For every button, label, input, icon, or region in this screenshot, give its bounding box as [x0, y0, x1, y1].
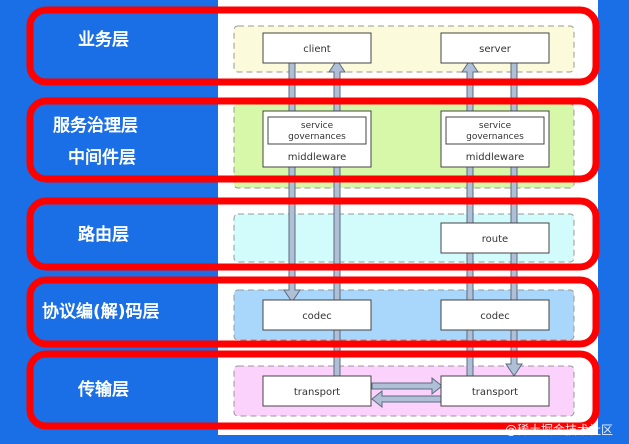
layer-label-governance: 服务治理层	[53, 116, 138, 136]
codec-right-box	[440, 299, 550, 331]
layer-label-transport: 传输层	[78, 380, 129, 400]
service-governances-right-box	[445, 116, 545, 145]
transport-right-label: transport	[472, 387, 518, 398]
codec-right-label: codec	[480, 311, 510, 322]
watermark: @稀土掘金技术社区	[504, 423, 613, 437]
transport-left-box	[262, 375, 372, 407]
layer-label-middleware: 中间件层	[68, 148, 136, 168]
service-governances-right-line1: service	[479, 121, 512, 131]
transport-left-label: transport	[294, 387, 340, 398]
server-box	[440, 32, 550, 64]
service-governances-left-line2: governances	[288, 132, 346, 142]
frame-middleware	[26, 97, 600, 183]
frame-route	[26, 197, 600, 271]
codec-left-label: codec	[302, 311, 332, 322]
transport-right-box	[440, 375, 550, 407]
arrows-transport-link	[371, 376, 443, 409]
frame-transport	[26, 350, 600, 430]
middleware-left-label: middleware	[288, 152, 347, 163]
client-box	[262, 32, 372, 64]
route-box	[440, 222, 550, 254]
server-label: server	[479, 44, 512, 55]
service-governances-right-line2: governances	[466, 132, 524, 142]
layer-label-codec: 协议编(解)码层	[42, 302, 160, 322]
arrow-right-transport	[371, 376, 443, 396]
arrow-left-transport	[371, 389, 443, 409]
middleware-right-label: middleware	[466, 152, 525, 163]
route-label: route	[482, 234, 508, 245]
client-label: client	[303, 44, 331, 55]
layer-label-business: 业务层	[78, 30, 129, 50]
service-governances-left-line1: service	[301, 121, 334, 131]
codec-left-box	[262, 299, 372, 331]
frame-business	[26, 6, 600, 86]
service-governances-left-box	[267, 116, 367, 145]
frame-codec	[26, 276, 600, 348]
layer-label-route: 路由层	[78, 225, 129, 245]
